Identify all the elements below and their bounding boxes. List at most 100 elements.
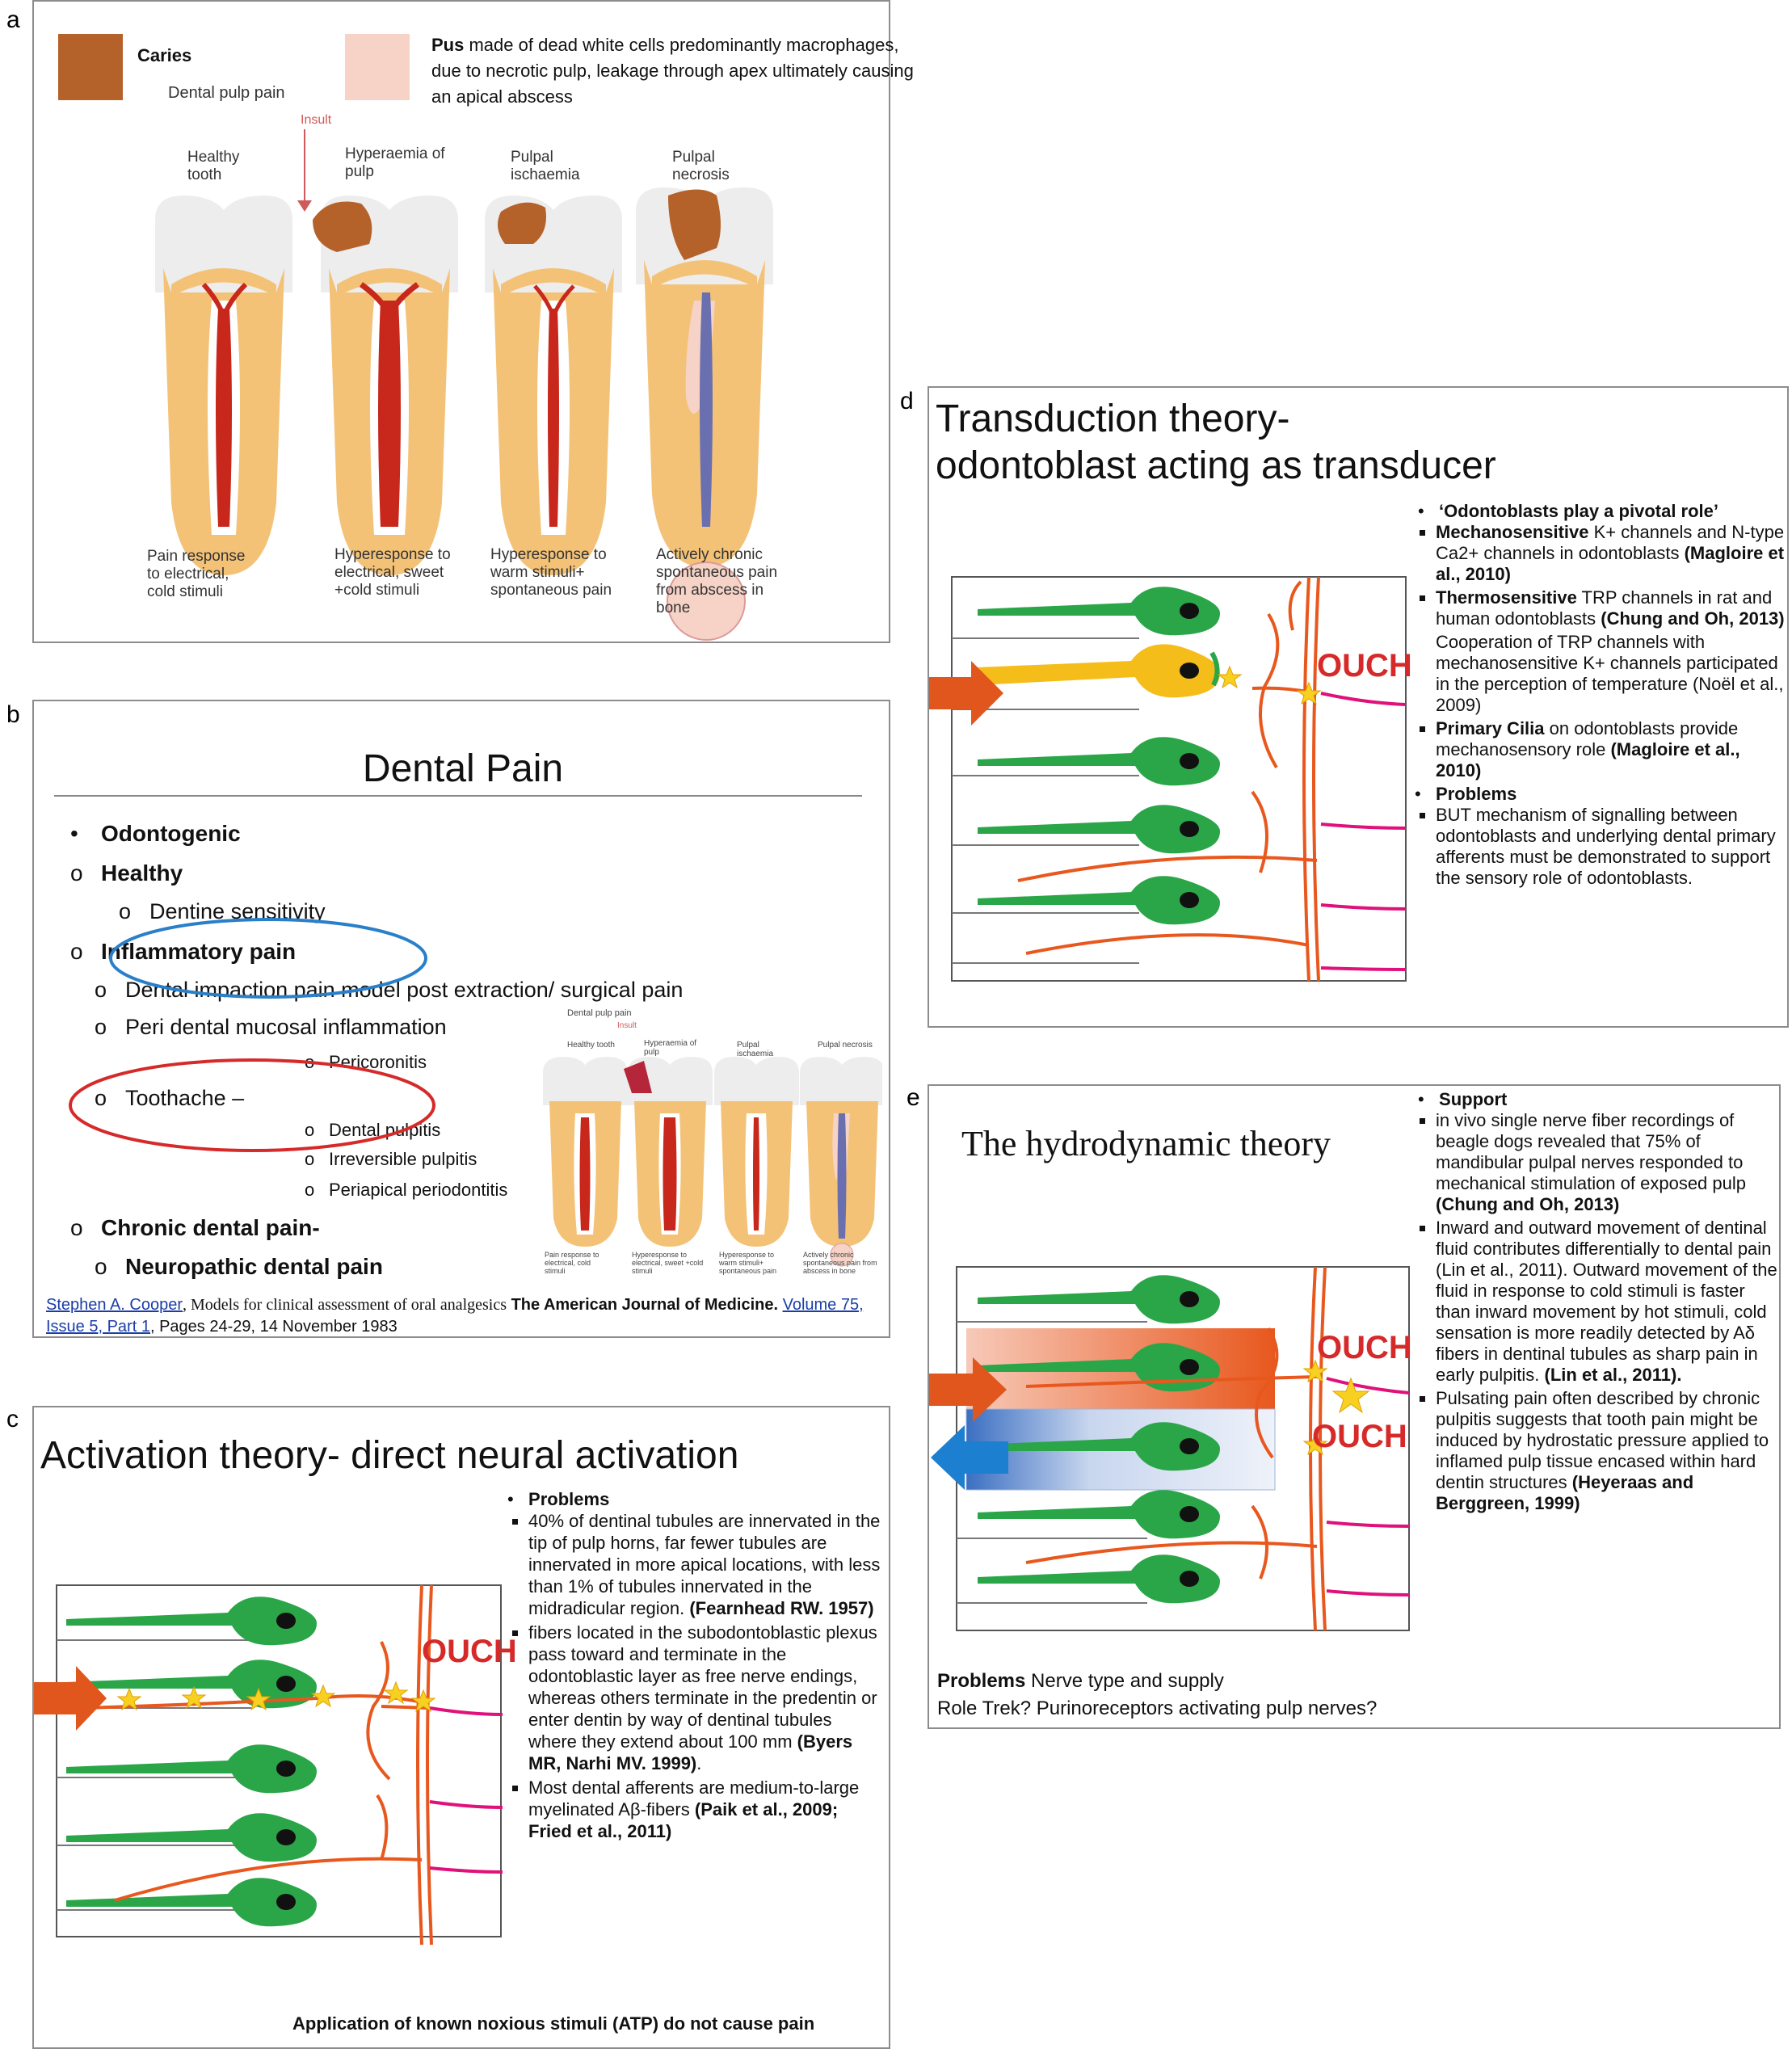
- bullet-bold: Problems: [1436, 784, 1517, 804]
- tubule-lines: [957, 1321, 1147, 1604]
- panel-c: Activation theory- direct neural activat…: [32, 1406, 890, 2049]
- ref-title: Models for clinical assessment of oral a…: [191, 1296, 507, 1314]
- title-rule: [54, 795, 862, 797]
- bullet-text: Inward and outward movement of dentinal …: [1436, 1218, 1777, 1385]
- panel-label-c: c: [6, 1406, 19, 1432]
- item-text: Inflammatory pain: [101, 939, 297, 964]
- bullet-ref: (Fearnhead RW. 1957): [689, 1598, 874, 1618]
- star-odontoblast: [1217, 665, 1243, 689]
- bullet-item: 40% of dentinal tubules are innervated i…: [528, 1510, 882, 1619]
- bullet-bold: Mechanosensitive: [1436, 522, 1589, 542]
- caries-legend-swatch: [58, 34, 123, 100]
- star-inward: [1302, 1432, 1328, 1456]
- mini-title-4: Pulpal necrosis: [818, 1041, 873, 1050]
- activation-stars: [116, 1681, 436, 1713]
- panel-c-title: Activation theory- direct neural activat…: [40, 1434, 739, 1477]
- bullet-bold: Primary Cilia: [1436, 718, 1545, 738]
- panel-c-footer: Application of known noxious stimuli (AT…: [292, 2013, 815, 2034]
- bullet-item: Primary Cilia on odontoblasts provide me…: [1436, 718, 1786, 781]
- ouch-label-2: OUCH: [1312, 1419, 1407, 1454]
- odontoblast-cells: [66, 1597, 317, 1927]
- stage-title-1: Healthy tooth: [187, 149, 240, 183]
- bullet-text: on odontoblasts provide mechanosensory r…: [1436, 718, 1739, 759]
- nerve-fibers: [82, 1584, 433, 1946]
- star-nerve: [1296, 681, 1322, 705]
- ref-volume-link[interactable]: Volume 75, Issue 5, Part 1: [46, 1296, 864, 1336]
- bullet-ref: (Chung and Oh, 2013): [1601, 608, 1785, 629]
- red-highlight-ellipse: [69, 1058, 435, 1152]
- item-text: Chronic dental pain-: [101, 1215, 320, 1240]
- item-text: Odontogenic: [101, 821, 241, 846]
- caries-legend-label: Caries: [137, 45, 192, 65]
- problems-bold: Problems: [937, 1670, 1026, 1692]
- item-text: Irreversible pulpitis: [329, 1149, 477, 1169]
- mini-caption-4: Actively chronic spontaneous pain from a…: [803, 1251, 877, 1275]
- mini-title-1: Healthy tooth: [567, 1041, 615, 1050]
- panel-c-bullets: • Problems 40% of dentinal tubules are i…: [507, 1488, 882, 1845]
- panel-b-title: Dental Pain: [362, 747, 564, 790]
- bullet-item: Pulsating pain often described by chroni…: [1436, 1388, 1777, 1514]
- bullet-ref: (Heyeraas and Berggreen, 1999): [1436, 1472, 1694, 1513]
- item-text: Pericoronitis: [329, 1052, 427, 1072]
- item-text: Healthy: [101, 860, 183, 886]
- stage-caption-1: Pain response to electrical, cold stimul…: [147, 548, 246, 600]
- transduction-diagram: [929, 576, 1407, 982]
- bullet-bold: Thermosensitive: [1436, 587, 1577, 608]
- stage-title-3: Pulpal ischaemia: [511, 149, 580, 183]
- mini-tooth-3: [714, 1057, 799, 1247]
- bullet-list: Mechanosensitive K+ channels and N-type …: [1418, 522, 1786, 781]
- odontoblast-cells: [978, 1275, 1220, 1604]
- item-marker: o: [95, 1015, 107, 1039]
- inward-stimulus-arrow: [931, 1425, 1008, 1490]
- bullet-list: 40% of dentinal tubules are innervated i…: [511, 1510, 882, 1842]
- bullet-item: Inward and outward movement of dentinal …: [1436, 1218, 1777, 1386]
- item-marker: o: [70, 939, 83, 964]
- bullet-ref: (Lin et al., 2011).: [1544, 1365, 1682, 1385]
- ouch-label-1: OUCH: [1317, 1330, 1412, 1365]
- mini-title-2: Hyperaemia of pulp: [644, 1039, 697, 1057]
- tooth-hyperaemia: [313, 196, 458, 575]
- item-text: Dental impaction pain model post extract…: [125, 978, 684, 1002]
- stimulus-arrow: [929, 661, 1003, 726]
- insult-label: Insult: [301, 113, 332, 127]
- bullet-item: Thermosensitive TRP channels in rat and …: [1436, 587, 1786, 629]
- ref-journal: The American Journal of Medicine.: [511, 1296, 779, 1314]
- problems-line-2: Role Trek? Purinoreceptors activating pu…: [937, 1698, 1378, 1719]
- tooth-ischaemia: [485, 196, 622, 575]
- bullet-ref: (Byers MR, Narhi MV. 1999): [528, 1731, 853, 1773]
- mini-title-3: Pulpal ischaemia: [737, 1041, 774, 1058]
- mini-tooth-2: [624, 1057, 713, 1247]
- bullet-text: Pulsating pain often described by chroni…: [1436, 1388, 1769, 1492]
- bullet-heading: • Problems: [507, 1489, 610, 1509]
- panel-d: Transduction theory-odontoblast acting a…: [928, 386, 1789, 1028]
- item-text: Periapical periodontitis: [329, 1180, 508, 1200]
- odontoblast-cells: [978, 587, 1220, 925]
- pus-legend-text: Pus made of dead white cells predominant…: [431, 32, 916, 110]
- bullet-item: • Problems: [1415, 784, 1517, 804]
- bullet-item: • ‘Odontoblasts play a pivotal role’: [1418, 501, 1718, 521]
- item-text: Toothache –: [125, 1086, 245, 1110]
- bullet-ref: (Magloire et al., 2010): [1436, 739, 1740, 780]
- bullet-text: fibers located in the subodontoblastic p…: [528, 1622, 877, 1752]
- afferent-fibers: [1320, 692, 1407, 971]
- insult-arrow-head: [297, 200, 312, 212]
- title-line-2: odontoblast acting as transducer: [936, 444, 1496, 487]
- mini-dental-pulp-pain: Dental pulp pain: [567, 1008, 632, 1018]
- bullet-item: BUT mechanism of signalling between odon…: [1436, 805, 1786, 889]
- ref-author-link[interactable]: Stephen A. Cooper: [46, 1296, 183, 1314]
- panel-e-bullets: • Support in vivo single nerve fiber rec…: [1418, 1089, 1777, 1517]
- bullet-bold: Support: [1439, 1089, 1508, 1109]
- item-marker: o: [305, 1180, 315, 1200]
- bullet-item: Most dental afferents are medium-to-larg…: [528, 1777, 882, 1842]
- mini-caption-1: Pain response to electrical, cold stimul…: [545, 1251, 599, 1275]
- bullet-bold: ‘Odontoblasts play a pivotal role’: [1439, 501, 1718, 521]
- bullet-text: TRP channels in rat and human odontoblas…: [1436, 587, 1773, 629]
- mini-caption-3: Hyperesponse to warm stimuli+ spontaneou…: [719, 1251, 777, 1275]
- reference-citation: Stephen A. Cooper, Models for clinical a…: [46, 1296, 864, 1336]
- diagram-frame: [56, 1584, 502, 1937]
